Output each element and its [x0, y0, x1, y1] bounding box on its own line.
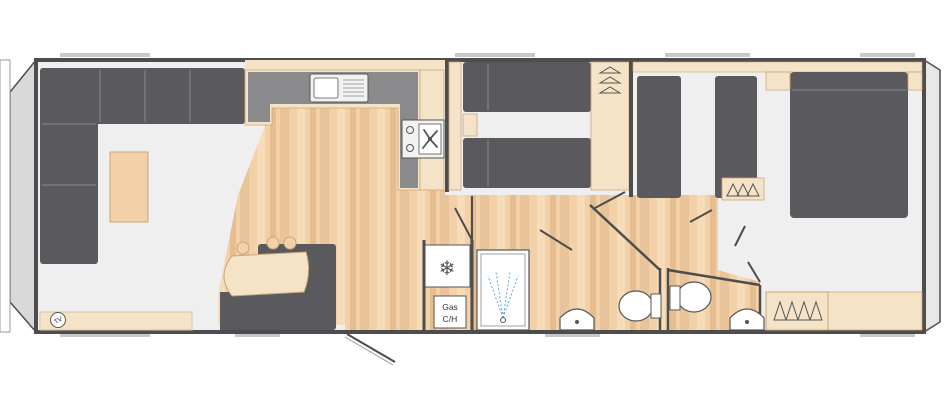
shower	[476, 249, 530, 331]
wardrobe	[721, 177, 765, 201]
hanger-icon	[598, 66, 622, 94]
bay-window	[9, 57, 37, 335]
single-bed	[463, 62, 591, 112]
overhead-lockers	[632, 61, 923, 73]
dining-table	[223, 251, 310, 297]
outer-wall-front	[34, 58, 38, 334]
ch-label: C/H	[443, 314, 458, 324]
bay-window-frame	[0, 59, 11, 333]
hob-icon	[401, 119, 445, 159]
toilet	[618, 290, 662, 322]
internal-doors	[454, 191, 761, 283]
entrance-door	[346, 333, 396, 363]
bedside-table	[907, 71, 923, 91]
bedside-table	[765, 71, 791, 91]
bathrooms	[559, 204, 765, 331]
dining-bench-seat	[220, 292, 282, 330]
tv-icon	[50, 312, 66, 328]
tv-label: TV	[53, 315, 64, 326]
lounge: TV	[39, 68, 245, 331]
rear-end-cap	[923, 58, 941, 334]
snowflake-icon: ❄	[439, 256, 456, 280]
corner-sofa-side	[40, 68, 98, 264]
wardrobe	[590, 61, 630, 191]
stool	[236, 241, 250, 255]
windows	[60, 53, 915, 337]
hanger-icon	[773, 300, 823, 321]
single-bed	[463, 138, 591, 188]
stool	[266, 236, 280, 250]
hanger-icon	[726, 182, 760, 197]
wash-basin	[729, 308, 765, 331]
kitchen-worktop	[248, 72, 418, 188]
outer-wall-bottom	[36, 330, 924, 334]
tv-unit	[39, 311, 193, 331]
toilet	[669, 281, 712, 313]
bedside-table	[462, 113, 478, 137]
outer-wall-top	[36, 58, 924, 62]
wash-basin	[559, 308, 595, 331]
double-bed	[790, 72, 908, 218]
master-bedroom	[632, 61, 923, 331]
outer-wall-rear	[922, 58, 926, 334]
entrance-door-swing	[344, 336, 394, 366]
kitchen	[244, 60, 445, 191]
wooden-floor	[218, 108, 760, 332]
twin-bedroom	[445, 61, 633, 197]
single-bed	[715, 76, 757, 198]
coffee-table	[109, 151, 149, 223]
dining	[220, 236, 336, 330]
gas-boiler: Gas C/H	[433, 295, 467, 329]
single-bed	[637, 76, 681, 198]
stool	[283, 236, 297, 250]
fridge: ❄	[423, 244, 471, 288]
gas-label: Gas	[442, 302, 458, 312]
